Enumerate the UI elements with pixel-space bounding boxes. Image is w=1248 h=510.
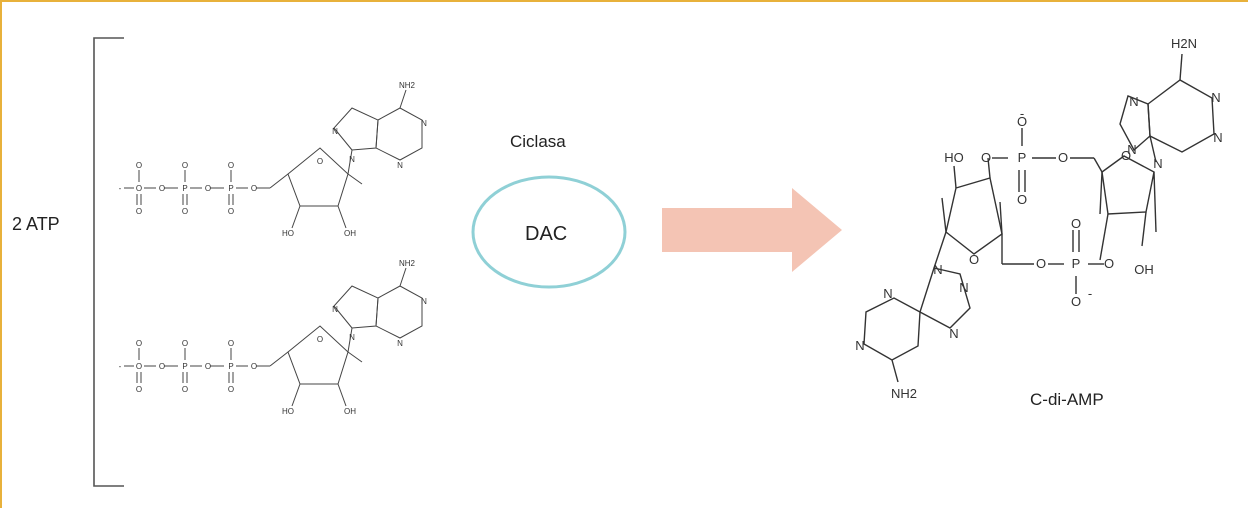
svg-text:O: O — [182, 207, 188, 216]
svg-text:N: N — [332, 127, 338, 136]
svg-text:N: N — [933, 262, 942, 277]
svg-text:O: O — [317, 157, 323, 166]
svg-text:N: N — [349, 333, 355, 342]
svg-text:O: O — [251, 184, 257, 193]
svg-text:O: O — [969, 252, 979, 267]
svg-text:N: N — [949, 326, 958, 341]
svg-text:HO: HO — [282, 229, 294, 238]
svg-text:O: O — [136, 207, 142, 216]
svg-text:N: N — [1211, 90, 1220, 105]
svg-text:O: O — [136, 161, 142, 170]
svg-text:N: N — [397, 339, 403, 348]
svg-text:-: - — [119, 362, 122, 371]
svg-text:-: - — [1020, 106, 1024, 121]
svg-text:O: O — [228, 207, 234, 216]
svg-text:O: O — [1017, 192, 1027, 207]
svg-text:N: N — [1129, 94, 1138, 109]
svg-text:P: P — [182, 362, 187, 371]
svg-text:N: N — [1127, 142, 1136, 157]
svg-text:O: O — [205, 184, 211, 193]
svg-text:O: O — [136, 362, 142, 371]
svg-text:OH: OH — [344, 229, 356, 238]
svg-text:O: O — [228, 161, 234, 170]
svg-text:N: N — [1153, 156, 1162, 171]
svg-text:O: O — [136, 184, 142, 193]
svg-text:O: O — [136, 385, 142, 394]
svg-text:P: P — [228, 362, 233, 371]
svg-text:P: P — [228, 184, 233, 193]
product-label: C-di-AMP — [1030, 390, 1104, 409]
svg-text:N: N — [421, 119, 427, 128]
reactant-label: 2 ATP — [12, 214, 60, 234]
svg-text:O: O — [981, 150, 991, 165]
svg-text:-: - — [119, 184, 122, 193]
svg-text:N: N — [421, 297, 427, 306]
atp-molecule-2 — [124, 267, 423, 407]
svg-text:P: P — [182, 184, 187, 193]
svg-text:O: O — [251, 362, 257, 371]
svg-text:O: O — [159, 184, 165, 193]
svg-text:NH2: NH2 — [891, 386, 917, 401]
svg-text:O: O — [182, 385, 188, 394]
svg-text:P: P — [1018, 150, 1027, 165]
svg-text:OH: OH — [1134, 262, 1154, 277]
svg-text:O: O — [136, 339, 142, 348]
atp-molecule-1 — [124, 89, 423, 229]
svg-text:O: O — [1036, 256, 1046, 271]
svg-text:NH2: NH2 — [399, 259, 416, 268]
svg-text:O: O — [182, 339, 188, 348]
atp-1-atom-labels: - O P O O O O O P O O O O O HO OH N N N N NH2 — [119, 81, 427, 238]
svg-text:N: N — [397, 161, 403, 170]
svg-text:O: O — [1071, 294, 1081, 309]
atp-2-atom-labels: - O P O O O O O P O O O O O HO OH N N N N NH2 — [119, 259, 427, 416]
svg-text:-: - — [1088, 286, 1092, 301]
svg-text:N: N — [883, 286, 892, 301]
svg-text:N: N — [1213, 130, 1222, 145]
reactant-bracket — [93, 37, 124, 487]
svg-text:O: O — [1104, 256, 1114, 271]
svg-text:O: O — [1017, 114, 1027, 129]
svg-text:O: O — [317, 335, 323, 344]
enzyme-ring — [471, 175, 627, 289]
svg-text:NH2: NH2 — [399, 81, 416, 90]
svg-text:O: O — [1071, 216, 1081, 231]
svg-text:O: O — [1121, 148, 1131, 163]
svg-text:N: N — [855, 338, 864, 353]
svg-text:O: O — [228, 339, 234, 348]
svg-text:HO: HO — [282, 407, 294, 416]
svg-text:O: O — [205, 362, 211, 371]
svg-text:O: O — [1058, 150, 1068, 165]
enzyme-label: Ciclasa — [510, 132, 566, 151]
svg-text:H2N: H2N — [1171, 36, 1197, 51]
svg-text:O: O — [182, 161, 188, 170]
reaction-arrow — [662, 188, 842, 272]
svg-text:N: N — [349, 155, 355, 164]
svg-text:HO: HO — [944, 150, 964, 165]
svg-text:OH: OH — [344, 407, 356, 416]
svg-text:O: O — [159, 362, 165, 371]
svg-text:O: O — [228, 385, 234, 394]
svg-text:N: N — [332, 305, 338, 314]
enzyme-name: DAC — [525, 223, 568, 245]
svg-text:N: N — [959, 280, 968, 295]
svg-text:P: P — [1072, 256, 1081, 271]
c-di-amp-molecule — [863, 53, 1215, 383]
